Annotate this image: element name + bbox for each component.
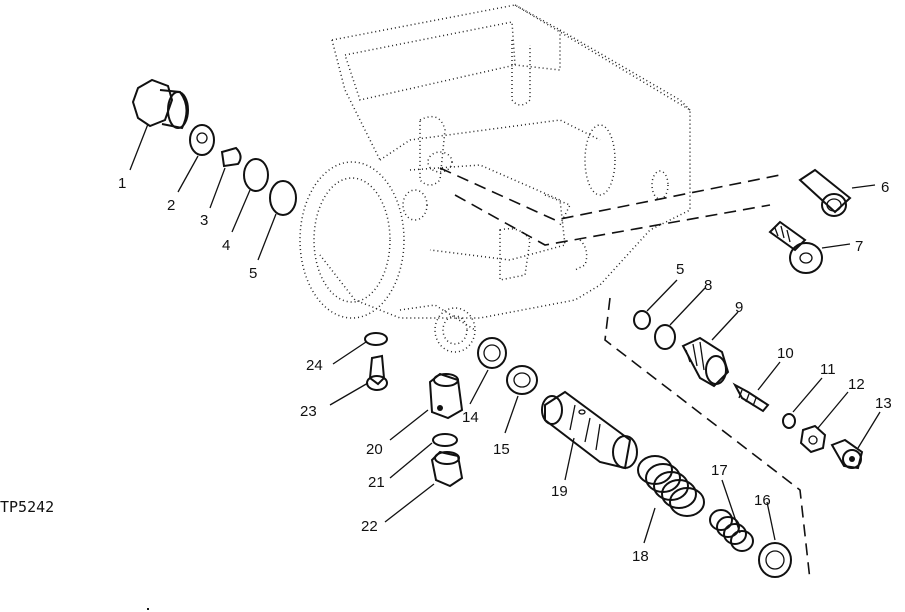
part-17-spring <box>709 509 754 552</box>
callout-13: 13 <box>875 395 892 412</box>
part-23-fitting <box>366 354 388 391</box>
callout-10: 10 <box>777 345 794 362</box>
callout-16: 16 <box>754 492 771 509</box>
part-24-o-ring <box>364 332 388 346</box>
callout-2: 2 <box>167 197 175 214</box>
part-4-o-ring <box>243 158 269 192</box>
callout-19: 19 <box>551 483 568 500</box>
callout-5: 5 <box>249 265 257 282</box>
callout-6: 6 <box>881 179 889 196</box>
callout-15: 15 <box>493 441 510 458</box>
stray-mark <box>147 608 149 610</box>
valve-housing-outline <box>299 4 691 353</box>
part-14-ring <box>477 337 507 369</box>
part-7-screw <box>768 220 823 274</box>
callout-20: 20 <box>366 441 383 458</box>
part-11-ring <box>782 413 796 429</box>
callout-labels: 1 2 3 4 5 6 7 5 8 9 10 11 12 13 14 15 16… <box>118 175 892 565</box>
callout-24: 24 <box>306 357 323 374</box>
callout-12: 12 <box>848 376 865 393</box>
part-3-pin <box>220 146 242 168</box>
part-5-o-ring <box>269 180 297 216</box>
part-5-second-o-ring <box>633 310 651 330</box>
callout-14: 14 <box>462 409 479 426</box>
part-2-washer <box>189 124 215 156</box>
part-22-plug <box>430 450 464 488</box>
callout-18: 18 <box>632 548 649 565</box>
part-13-cap <box>830 438 864 470</box>
figure-reference-label: TP5242 <box>0 498 54 516</box>
part-15-ring <box>506 365 538 395</box>
callout-11: 11 <box>820 361 836 378</box>
callout-17: 17 <box>711 462 728 479</box>
part-1-plug <box>131 78 189 130</box>
part-20-plug <box>428 372 464 420</box>
part-8-o-ring <box>654 324 676 350</box>
callout-22: 22 <box>361 518 378 535</box>
part-16-cap <box>758 542 792 578</box>
callout-23: 23 <box>300 403 317 420</box>
callout-7: 7 <box>855 238 863 255</box>
leader-lines <box>129 123 881 544</box>
part-19-spool <box>541 390 638 470</box>
callout-9: 9 <box>735 299 743 316</box>
part-9-fitting <box>681 336 730 388</box>
part-18-spring <box>637 455 705 517</box>
callout-3: 3 <box>200 212 208 229</box>
callout-8: 8 <box>704 277 712 294</box>
part-12-nut <box>799 424 827 454</box>
passage-dashed-lines <box>439 167 811 581</box>
part-10-needle <box>732 382 770 413</box>
callout-21: 21 <box>368 474 385 491</box>
part-21-o-ring <box>432 433 458 447</box>
callout-4: 4 <box>222 237 230 254</box>
callout-5-second: 5 <box>676 261 684 278</box>
callout-1: 1 <box>118 175 126 192</box>
part-6-sleeve <box>798 168 852 217</box>
